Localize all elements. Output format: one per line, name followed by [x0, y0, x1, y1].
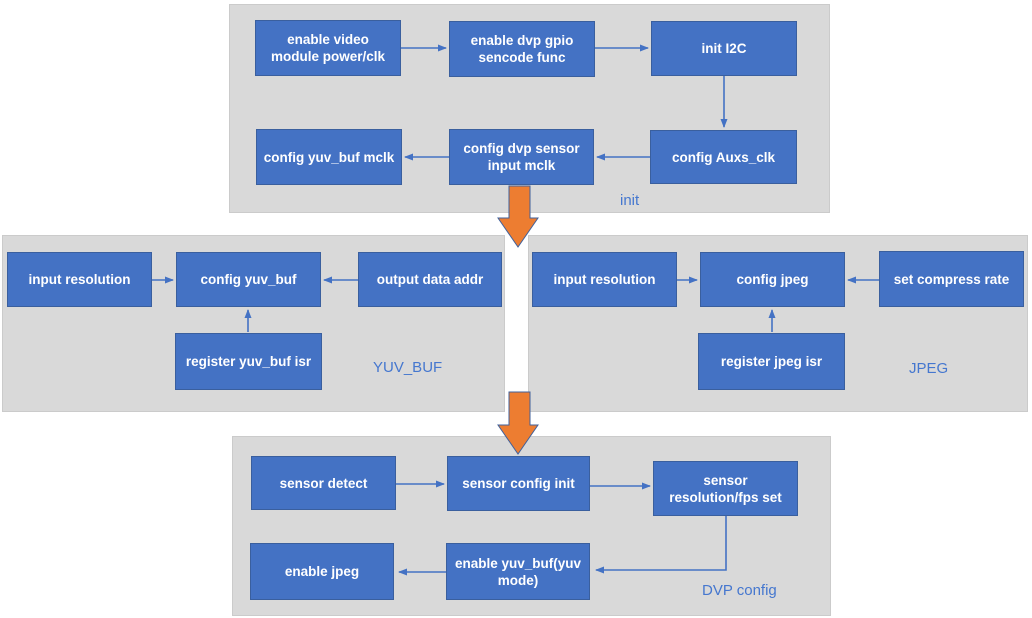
- section-label-dvp-config: DVP config: [702, 582, 777, 599]
- section-label-jpeg: JPEG: [909, 360, 949, 377]
- node-enable-video-module-power-clk: enable video module power/clk: [255, 20, 401, 76]
- node-jpeg-input-resolution: input resolution: [532, 252, 677, 307]
- node-config-yuvbuf-mclk: config yuv_buf mclk: [256, 129, 402, 185]
- node-output-data-addr: output data addr: [358, 252, 502, 307]
- node-enable-dvp-gpio-sencode-func: enable dvp gpio sencode func: [449, 21, 595, 77]
- node-enable-yuvbuf-yuv-mode: enable yuv_buf(yuv mode): [446, 543, 590, 600]
- node-register-jpeg-isr: register jpeg isr: [698, 333, 845, 390]
- node-set-compress-rate: set compress rate: [879, 251, 1024, 307]
- section-label-yuv-buf: YUV_BUF: [373, 359, 443, 376]
- node-config-yuvbuf: config yuv_buf: [176, 252, 321, 307]
- section-label-init: init: [620, 192, 640, 209]
- node-yuvbuf-input-resolution: input resolution: [7, 252, 152, 307]
- node-sensor-detect: sensor detect: [251, 456, 396, 510]
- node-sensor-config-init: sensor config init: [447, 456, 590, 511]
- node-sensor-resolution-fps-set: sensor resolution/fps set: [653, 461, 798, 516]
- node-register-yuvbuf-isr: register yuv_buf isr: [175, 333, 322, 390]
- node-config-jpeg: config jpeg: [700, 252, 845, 307]
- node-enable-jpeg: enable jpeg: [250, 543, 394, 600]
- node-config-dvp-sensor-input-mclk: config dvp sensor input mclk: [449, 129, 594, 185]
- node-init-i2c: init I2C: [651, 21, 797, 76]
- node-config-auxs-clk: config Auxs_clk: [650, 130, 797, 184]
